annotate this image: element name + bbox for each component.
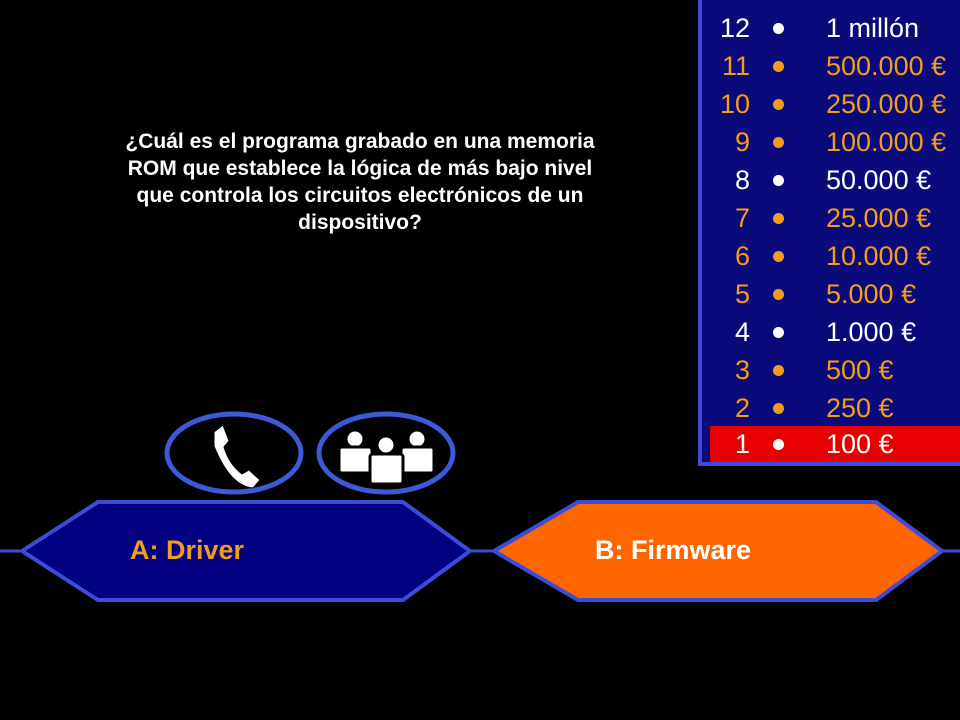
bullet-icon	[773, 250, 784, 262]
phone-icon	[213, 424, 261, 489]
level-prize: 250.000 €	[826, 88, 947, 119]
ladder-level-4: 4 1.000 €	[710, 314, 960, 350]
level-prize: 1.000 €	[826, 316, 917, 347]
prize-ladder: 12 1 millón 11 500.000 € 10 250.000 € 9 …	[698, 0, 960, 466]
level-number: 12	[719, 12, 750, 43]
ladder-level-10: 10 250.000 €	[710, 86, 960, 122]
ladder-level-5: 5 5.000 €	[710, 276, 960, 312]
level-prize: 250 €	[826, 392, 894, 423]
level-number: 4	[734, 316, 750, 347]
bullet-icon	[773, 98, 784, 110]
question-text: ¿Cuál es el programa grabado en una memo…	[125, 130, 595, 234]
ladder-level-1: 1 100 €	[710, 426, 960, 462]
bullet-icon	[773, 402, 784, 414]
bullet-icon	[773, 212, 784, 224]
ladder-level-11: 11 500.000 €	[710, 48, 960, 84]
ladder-level-8: 8 50.000 €	[710, 162, 960, 198]
level-number: 7	[734, 202, 750, 233]
level-prize: 50.000 €	[826, 164, 932, 195]
bullet-icon	[773, 364, 784, 376]
ladder-level-12: 12 1 millón	[710, 10, 960, 46]
bullet-icon	[773, 288, 784, 300]
level-prize: 500 €	[826, 354, 894, 385]
level-number: 3	[734, 354, 750, 385]
answer-a-label: A: Driver	[130, 535, 245, 565]
answer-b-label: B: Firmware	[595, 535, 752, 565]
ladder-level-9: 9 100.000 €	[710, 124, 960, 160]
level-number: 6	[734, 240, 750, 271]
level-number: 10	[719, 88, 750, 119]
bullet-icon	[773, 438, 784, 450]
audience-icon	[337, 428, 436, 486]
ladder-level-3: 3 500 €	[710, 352, 960, 388]
level-number: 5	[734, 278, 750, 309]
level-prize: 500.000 €	[826, 50, 947, 81]
level-prize: 25.000 €	[826, 202, 932, 233]
ladder-level-2: 2 250 €	[710, 390, 960, 426]
level-prize: 10.000 €	[826, 240, 932, 271]
bullet-icon	[773, 22, 784, 34]
level-prize: 100 €	[826, 428, 894, 459]
level-number: 8	[734, 164, 750, 195]
bullet-icon	[773, 60, 784, 72]
level-prize: 1 millón	[826, 12, 920, 43]
level-number: 1	[734, 428, 750, 459]
level-number: 9	[734, 126, 750, 157]
level-number: 2	[734, 392, 750, 423]
level-prize: 100.000 €	[826, 126, 947, 157]
ladder-level-6: 6 10.000 €	[710, 238, 960, 274]
bullet-icon	[773, 326, 784, 338]
level-prize: 5.000 €	[826, 278, 917, 309]
bullet-icon	[773, 136, 784, 148]
bullet-icon	[773, 174, 784, 186]
audience-lifeline-button[interactable]	[316, 411, 456, 495]
phone-lifeline-button[interactable]	[164, 411, 304, 495]
level-number: 11	[721, 50, 750, 81]
ladder-level-7: 7 25.000 €	[710, 200, 960, 236]
answer-b-button[interactable]	[490, 500, 946, 602]
answer-a-button[interactable]	[18, 500, 474, 602]
